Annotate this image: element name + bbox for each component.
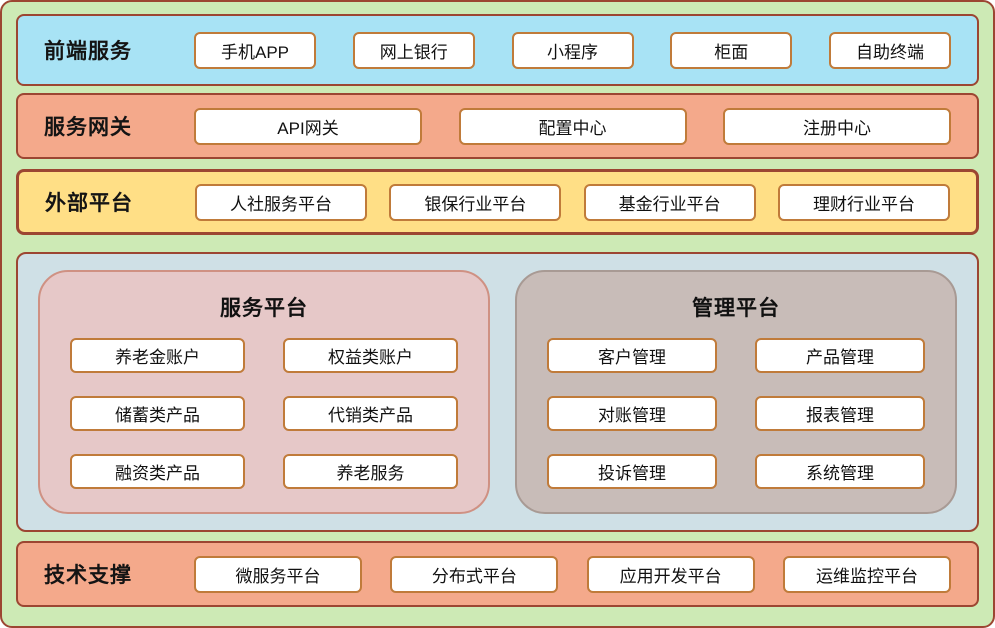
layer-frontend-label: 前端服务 (44, 40, 132, 63)
external-item-fund-industry: 基金行业平台 (583, 183, 756, 221)
management-item-complaint: 投诉管理 (547, 454, 717, 489)
layer-external-label: 外部平台 (45, 192, 133, 215)
service-item-savings-products: 储蓄类产品 (70, 396, 245, 431)
layer-external-items: 人社服务平台 银保行业平台 基金行业平台 理财行业平台 (195, 183, 950, 221)
frontend-item-counter: 柜面 (670, 31, 793, 69)
frontend-item-mini-program: 小程序 (511, 31, 634, 69)
management-platform-grid: 客户管理 产品管理 对账管理 报表管理 投诉管理 系统管理 (547, 338, 925, 489)
management-platform-title: 管理平台 (692, 297, 780, 320)
external-item-bancassurance: 银保行业平台 (389, 183, 562, 221)
service-item-financing-products: 融资类产品 (70, 454, 245, 489)
frontend-item-online-bank: 网上银行 (352, 31, 475, 69)
service-item-equity-account: 权益类账户 (283, 338, 458, 373)
service-item-pension-services: 养老服务 (283, 454, 458, 489)
layer-gateway-items: API网关 配置中心 注册中心 (194, 107, 951, 145)
layer-support-items: 微服务平台 分布式平台 应用开发平台 运维监控平台 (194, 555, 951, 593)
gateway-item-api-gateway: API网关 (194, 107, 422, 145)
layer-support: 技术支撑 微服务平台 分布式平台 应用开发平台 运维监控平台 (16, 541, 979, 607)
gateway-item-registry-center: 注册中心 (723, 107, 951, 145)
layer-support-label: 技术支撑 (44, 564, 132, 587)
frontend-item-mobile-app: 手机APP (194, 31, 316, 69)
support-item-distributed: 分布式平台 (390, 555, 559, 593)
service-platform-title: 服务平台 (220, 297, 308, 320)
layer-gateway-label: 服务网关 (44, 116, 132, 139)
support-item-app-dev: 应用开发平台 (586, 555, 755, 593)
service-item-pension-account: 养老金账户 (70, 338, 245, 373)
management-item-reconciliation: 对账管理 (547, 396, 717, 431)
frontend-item-self-service: 自助终端 (829, 31, 951, 69)
external-item-wealth-industry: 理财行业平台 (777, 183, 950, 221)
layer-frontend-items: 手机APP 网上银行 小程序 柜面 自助终端 (194, 31, 951, 69)
layer-external: 外部平台 人社服务平台 银保行业平台 基金行业平台 理财行业平台 (16, 169, 979, 235)
management-platform-panel: 管理平台 客户管理 产品管理 对账管理 报表管理 投诉管理 系统管理 (515, 270, 957, 514)
service-platform-panel: 服务平台 养老金账户 权益类账户 储蓄类产品 代销类产品 融资类产品 养老服务 (38, 270, 490, 514)
management-item-product: 产品管理 (755, 338, 925, 373)
core-platforms-container: 服务平台 养老金账户 权益类账户 储蓄类产品 代销类产品 融资类产品 养老服务 … (16, 252, 979, 532)
management-item-report: 报表管理 (755, 396, 925, 431)
layer-frontend: 前端服务 手机APP 网上银行 小程序 柜面 自助终端 (16, 14, 979, 86)
gateway-item-config-center: 配置中心 (458, 107, 687, 145)
layer-gateway: 服务网关 API网关 配置中心 注册中心 (16, 93, 979, 159)
support-item-ops-monitoring: 运维监控平台 (782, 555, 951, 593)
service-item-agency-products: 代销类产品 (283, 396, 458, 431)
management-item-customer: 客户管理 (547, 338, 717, 373)
service-platform-grid: 养老金账户 权益类账户 储蓄类产品 代销类产品 融资类产品 养老服务 (70, 338, 458, 489)
external-item-social-security: 人社服务平台 (195, 183, 367, 221)
management-item-system: 系统管理 (755, 454, 925, 489)
support-item-microservice: 微服务平台 (194, 555, 362, 593)
